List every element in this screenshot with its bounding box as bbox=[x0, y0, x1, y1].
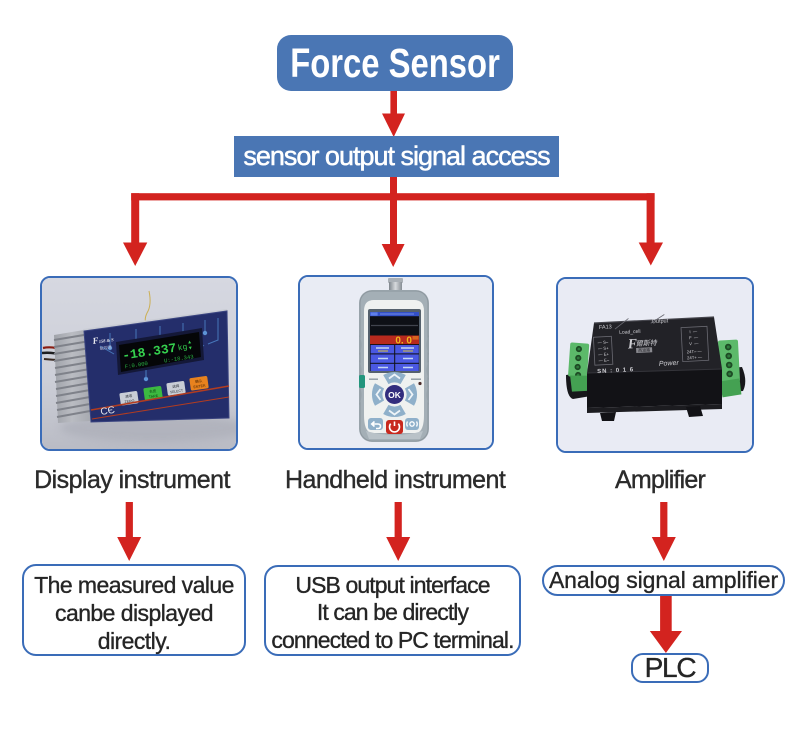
svg-text:西波路: 西波路 bbox=[638, 346, 650, 353]
svg-text:— E–: — E– bbox=[598, 357, 609, 363]
svg-text:0. 0: 0. 0 bbox=[395, 336, 412, 347]
svg-text:ENTER: ENTER bbox=[193, 384, 206, 390]
svg-text:▼: ▼ bbox=[189, 345, 193, 351]
svg-text:ZERO: ZERO bbox=[124, 399, 135, 404]
svg-text:24T– —: 24T– — bbox=[687, 349, 703, 355]
svg-text:清零: 清零 bbox=[125, 393, 133, 399]
svg-text:— S+: — S+ bbox=[598, 345, 609, 351]
svg-text:— E+: — E+ bbox=[598, 351, 609, 357]
svg-text:选择: 选择 bbox=[172, 383, 180, 389]
svg-text:Load_cell: Load_cell bbox=[619, 329, 641, 336]
svg-text:眠视渡: 眠视渡 bbox=[99, 343, 112, 351]
svg-text:kg: kg bbox=[177, 343, 188, 353]
svg-text:FA13: FA13 bbox=[599, 324, 612, 331]
svg-text:SN : 0 1 6: SN : 0 1 6 bbox=[597, 367, 634, 375]
svg-text:F: F bbox=[626, 337, 638, 353]
svg-text:TARE: TARE bbox=[149, 394, 159, 399]
svg-text:OK: OK bbox=[388, 390, 402, 400]
svg-text:确认: 确认 bbox=[195, 378, 203, 384]
svg-text:Output: Output bbox=[652, 318, 669, 325]
svg-text:SELECT: SELECT bbox=[170, 389, 184, 395]
svg-text:I —: I — bbox=[689, 329, 698, 334]
svg-text:F —: F — bbox=[689, 335, 699, 341]
svg-text:Power: Power bbox=[659, 360, 680, 368]
svg-text:CЄ: CЄ bbox=[100, 405, 116, 418]
svg-text:▲: ▲ bbox=[188, 339, 192, 345]
svg-text:爾斯特: 爾斯特 bbox=[636, 339, 658, 348]
svg-text:— S–: — S– bbox=[598, 339, 609, 345]
svg-text:V —: V — bbox=[689, 341, 699, 347]
svg-text:24T+ —: 24T+ — bbox=[687, 355, 703, 361]
svg-text:去皮: 去皮 bbox=[149, 388, 157, 394]
